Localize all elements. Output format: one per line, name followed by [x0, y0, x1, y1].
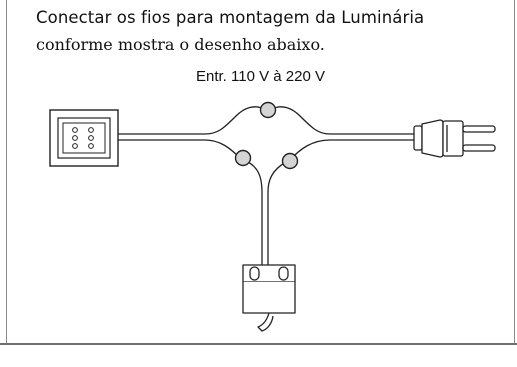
right-border: [514, 0, 515, 343]
wire-junction-to-socket: [243, 159, 287, 266]
wire-connectors: [234, 101, 299, 170]
power-plug: [413, 119, 496, 158]
connector-left: [234, 149, 252, 167]
supply-voltage-label: Entr. 110 V à 220 V: [196, 68, 325, 85]
wire-junction-to-plug: [271, 106, 415, 161]
lamp-socket: [242, 264, 296, 332]
instruction-line-2: conforme mostra o desenho abaixo.: [36, 35, 325, 54]
bottom-border: [0, 343, 517, 345]
connector-top: [259, 101, 277, 119]
left-border: [6, 0, 7, 343]
instruction-line-1: Conectar os fios para montagem da Luminá…: [36, 8, 425, 27]
connector-right: [281, 152, 299, 170]
wall-switch: [49, 109, 119, 167]
